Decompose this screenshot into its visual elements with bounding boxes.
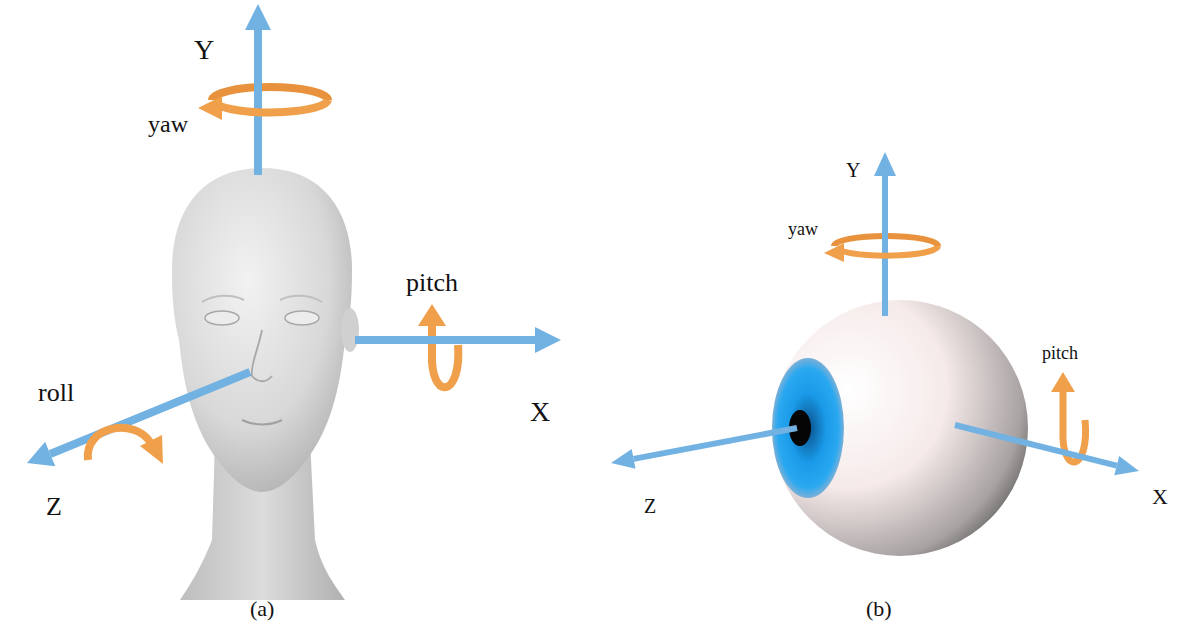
brow [280, 296, 322, 302]
rotation-label: roll [38, 380, 74, 406]
axis-arrowhead [27, 442, 55, 466]
axis-line [254, 28, 262, 175]
brow [202, 296, 244, 302]
rotation-arrow [88, 428, 150, 460]
rotation-label: yaw [148, 112, 188, 136]
axis-line [355, 336, 537, 344]
axis-label: Z [644, 496, 656, 516]
axis-label: X [1152, 486, 1168, 508]
axis-arrowhead [1114, 456, 1139, 475]
head [172, 168, 352, 492]
axis-line [882, 174, 888, 316]
ear [341, 308, 359, 352]
head-figure [172, 168, 359, 600]
rotation-label: pitch [406, 270, 458, 296]
rotation-arrowhead [824, 243, 844, 262]
axis-arrowhead [245, 4, 271, 30]
rotation-label: yaw [788, 220, 818, 238]
rotation-arrow [212, 87, 328, 100]
eyeball-figure [772, 300, 1028, 556]
axis-label: Z [46, 494, 62, 520]
axis-arrowhead [874, 152, 896, 176]
rotation-arrowhead [140, 435, 163, 464]
panel-label: (b) [866, 598, 892, 620]
eye [205, 311, 239, 325]
eyeball [772, 300, 1028, 556]
rotation-arrowhead [198, 96, 222, 120]
axis-arrowhead [535, 327, 561, 353]
rotation-label: pitch [1042, 344, 1078, 362]
axis-line [955, 425, 1117, 466]
rotation-arrowhead [418, 304, 446, 326]
axis-label: X [530, 398, 550, 426]
rotation-arrow [220, 100, 328, 112]
rotation-arrowhead [1051, 372, 1075, 392]
eye [285, 311, 319, 325]
nose [252, 330, 272, 381]
axis-arrowhead [611, 449, 636, 469]
axis-label: Y [846, 160, 860, 180]
axis-line [634, 428, 797, 459]
mouth [242, 420, 282, 425]
axis-label: Y [194, 36, 214, 64]
rotation-arrow [432, 326, 458, 387]
rotation-arrow [842, 246, 938, 256]
panel-label: (a) [250, 598, 274, 620]
